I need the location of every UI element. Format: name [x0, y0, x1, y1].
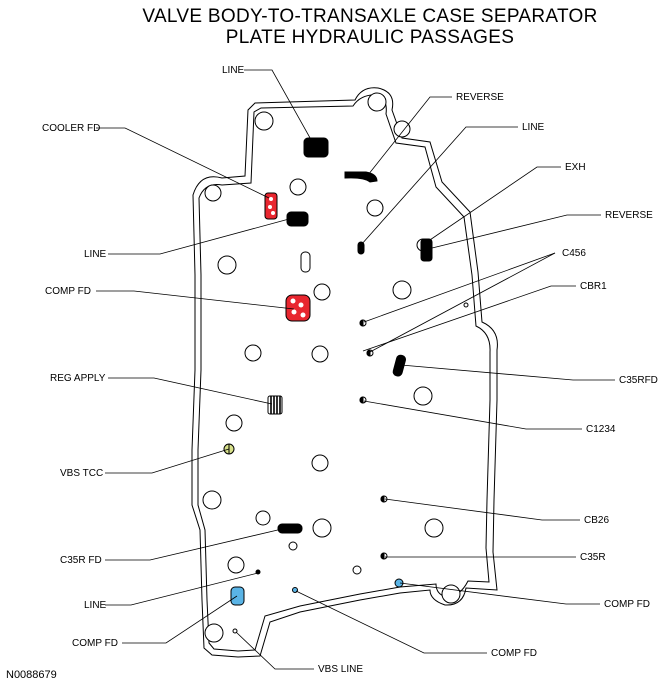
bolt-hole — [204, 623, 224, 643]
passage-c35rfd — [392, 354, 407, 377]
label-comp-fd-bottom-left: COMP FD — [72, 638, 118, 649]
title-line-1: VALVE BODY-TO-TRANSAXLE CASE SEPARATOR — [142, 6, 598, 27]
bolt-hole — [311, 345, 329, 363]
label-c35r-fd: C35R FD — [60, 555, 102, 566]
leader-lines — [96, 69, 615, 670]
label-reverse-top: REVERSE — [456, 92, 504, 103]
label-cooler-fd: COOLER FD — [42, 123, 100, 134]
bolt-holes — [202, 92, 461, 643]
bolt-hole — [413, 386, 433, 406]
bolt-hole — [244, 344, 262, 362]
label-vbs-line: VBS LINE — [318, 664, 363, 675]
label-c35rfd: C35RFD — [619, 375, 658, 386]
label-cbr1: CBR1 — [580, 281, 607, 292]
label-comp-fd-left: COMP FD — [45, 286, 91, 297]
label-exh: EXH — [565, 162, 586, 173]
comp-fd-port-bottom-left — [230, 586, 245, 606]
bolt-hole — [393, 120, 411, 138]
hydraulic-passages — [255, 137, 433, 575]
slot-opening — [300, 251, 311, 273]
comp-fd-port-upper — [285, 294, 311, 322]
bolt-hole — [441, 584, 461, 604]
label-vbs-tcc: VBS TCC — [60, 468, 103, 479]
bolt-hole — [227, 556, 245, 574]
label-c35r: C35R — [580, 552, 606, 563]
port-cbr1 — [463, 302, 469, 308]
bolt-hole — [311, 454, 329, 472]
bolt-hole — [367, 92, 387, 112]
bolt-hole — [392, 280, 412, 300]
bolt-hole — [366, 199, 384, 217]
bolt-hole — [202, 490, 222, 510]
bolt-hole — [225, 414, 243, 432]
check-ports — [359, 302, 469, 560]
diagram-title: VALVE BODY-TO-TRANSAXLE CASE SEPARATOR P… — [100, 6, 640, 48]
title-line-2: PLATE HYDRAULIC PASSAGES — [225, 27, 515, 48]
bolt-hole — [217, 255, 237, 275]
label-reg-apply: REG APPLY — [50, 373, 106, 384]
label-cb26: CB26 — [584, 515, 609, 526]
passage-line-left — [286, 211, 309, 227]
passage-reverse-right — [420, 238, 433, 262]
bolt-hole — [289, 178, 307, 196]
bolt-hole — [254, 111, 274, 131]
bolt-hole — [255, 510, 271, 526]
label-comp-fd-bottom-right: COMP FD — [604, 599, 650, 610]
bolt-hole — [288, 541, 298, 551]
label-line-bottom: LINE — [84, 600, 107, 611]
bolt-hole — [312, 518, 332, 538]
bolt-hole — [424, 518, 444, 538]
label-c1234: C1234 — [586, 424, 616, 435]
label-line-left: LINE — [84, 249, 107, 260]
bolt-hole — [352, 565, 362, 575]
label-comp-fd-bottom-center: COMP FD — [491, 648, 537, 659]
bolt-hole — [313, 283, 331, 301]
passage-line-upper-right — [357, 241, 365, 255]
callout-labels: LINE REVERSE LINE COOLER FD EXH REVERSE … — [42, 65, 658, 675]
label-reverse-right: REVERSE — [605, 210, 653, 221]
passage-reverse-top — [344, 171, 378, 183]
passage-line-top — [303, 137, 329, 158]
label-line-upper-right: LINE — [522, 122, 545, 133]
colored-ports — [223, 192, 404, 634]
label-line-top: LINE — [222, 65, 245, 76]
bolt-hole — [204, 184, 222, 202]
passage-c35r-fd — [277, 523, 303, 534]
figure-id: N0088679 — [6, 669, 57, 681]
label-c456: C456 — [562, 248, 586, 259]
